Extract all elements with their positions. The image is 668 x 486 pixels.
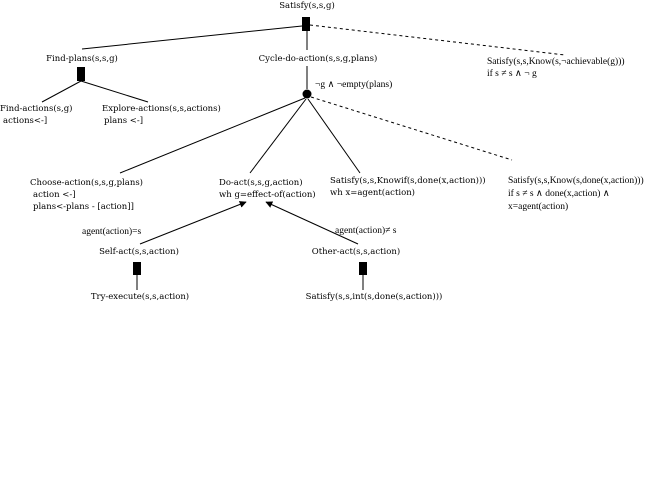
try-execute-label: Try-execute(s,s,action) [91,291,189,302]
edge-findplans-exploreactions [80,80,149,103]
choose-action-assign2: plans<-plans - [action]] [33,202,134,212]
satisfy-knowif-where: wh x=agent(action) [330,187,415,198]
cycle-node [302,89,312,99]
edge-cycle-knowdone [310,96,513,161]
other-act-label: Other-act(s,s,action) [312,246,400,257]
edge-cycle-choose [119,97,306,174]
choose-action-assign1: action <-] [33,190,76,200]
cycle-condition: ¬g ∧ ¬empty(plans) [315,79,392,90]
find-plans-node [77,67,85,81]
self-act-node [133,262,141,275]
choose-action-label: Choose-action(s,s,g,plans) [30,177,143,188]
explore-actions-assign: plans <-] [104,116,143,126]
satisfy-int-label: Satisfy(s,s,int(s,done(s,action))) [306,291,443,302]
edge-cycle-doact [249,98,307,174]
find-actions-label: Find-actions(s,g) [0,103,72,114]
find-actions-assign: actions<-] [3,116,47,126]
edge-cycle-knowif [307,98,361,174]
other-act-node [359,262,367,275]
satisfy-know-done-condition2: x=agent(action) [508,201,568,212]
satisfy-knowif-label: Satisfy(s,s,Knowif(s,done(x,action))) [330,175,486,186]
edge-root-know-achievable [309,24,566,56]
satisfy-know-done-condition1: if s ≠ s ∧ done(x,action) ∧ [508,188,610,199]
arrow-otheract-doact [265,201,359,245]
cycle-do-action-label: Cycle-do-action(s,s,g,plans) [259,53,378,64]
arrow-selfact-doact [139,201,247,245]
find-plans-label: Find-plans(s,s,g) [46,53,118,64]
self-act-label: Self-act(s,s,action) [99,246,179,257]
other-act-edge-label: agent(action)≠ s [335,225,397,236]
do-act-where: wh g=effect-of(action) [219,189,316,200]
self-act-edge-label: agent(action)=s [82,226,141,237]
root-label: Satisfy(s,s,g) [279,0,335,11]
edge-root-findplans [81,25,303,50]
explore-actions-label: Explore-actions(s,s,actions) [102,103,221,114]
satisfy-know-done-label: Satisfy(s,s,Know(s,done(x,action))) [508,175,644,186]
satisfy-know-achievable-condition: if s ≠ s ∧ ¬ g [487,68,537,79]
satisfy-know-achievable-label: Satisfy(s,s,Know(s,¬achievable(g))) [487,56,625,67]
edge-findplans-findactions [41,80,82,103]
do-act-label: Do-act(s,s,g,action) [219,177,303,188]
root-node [302,17,310,31]
